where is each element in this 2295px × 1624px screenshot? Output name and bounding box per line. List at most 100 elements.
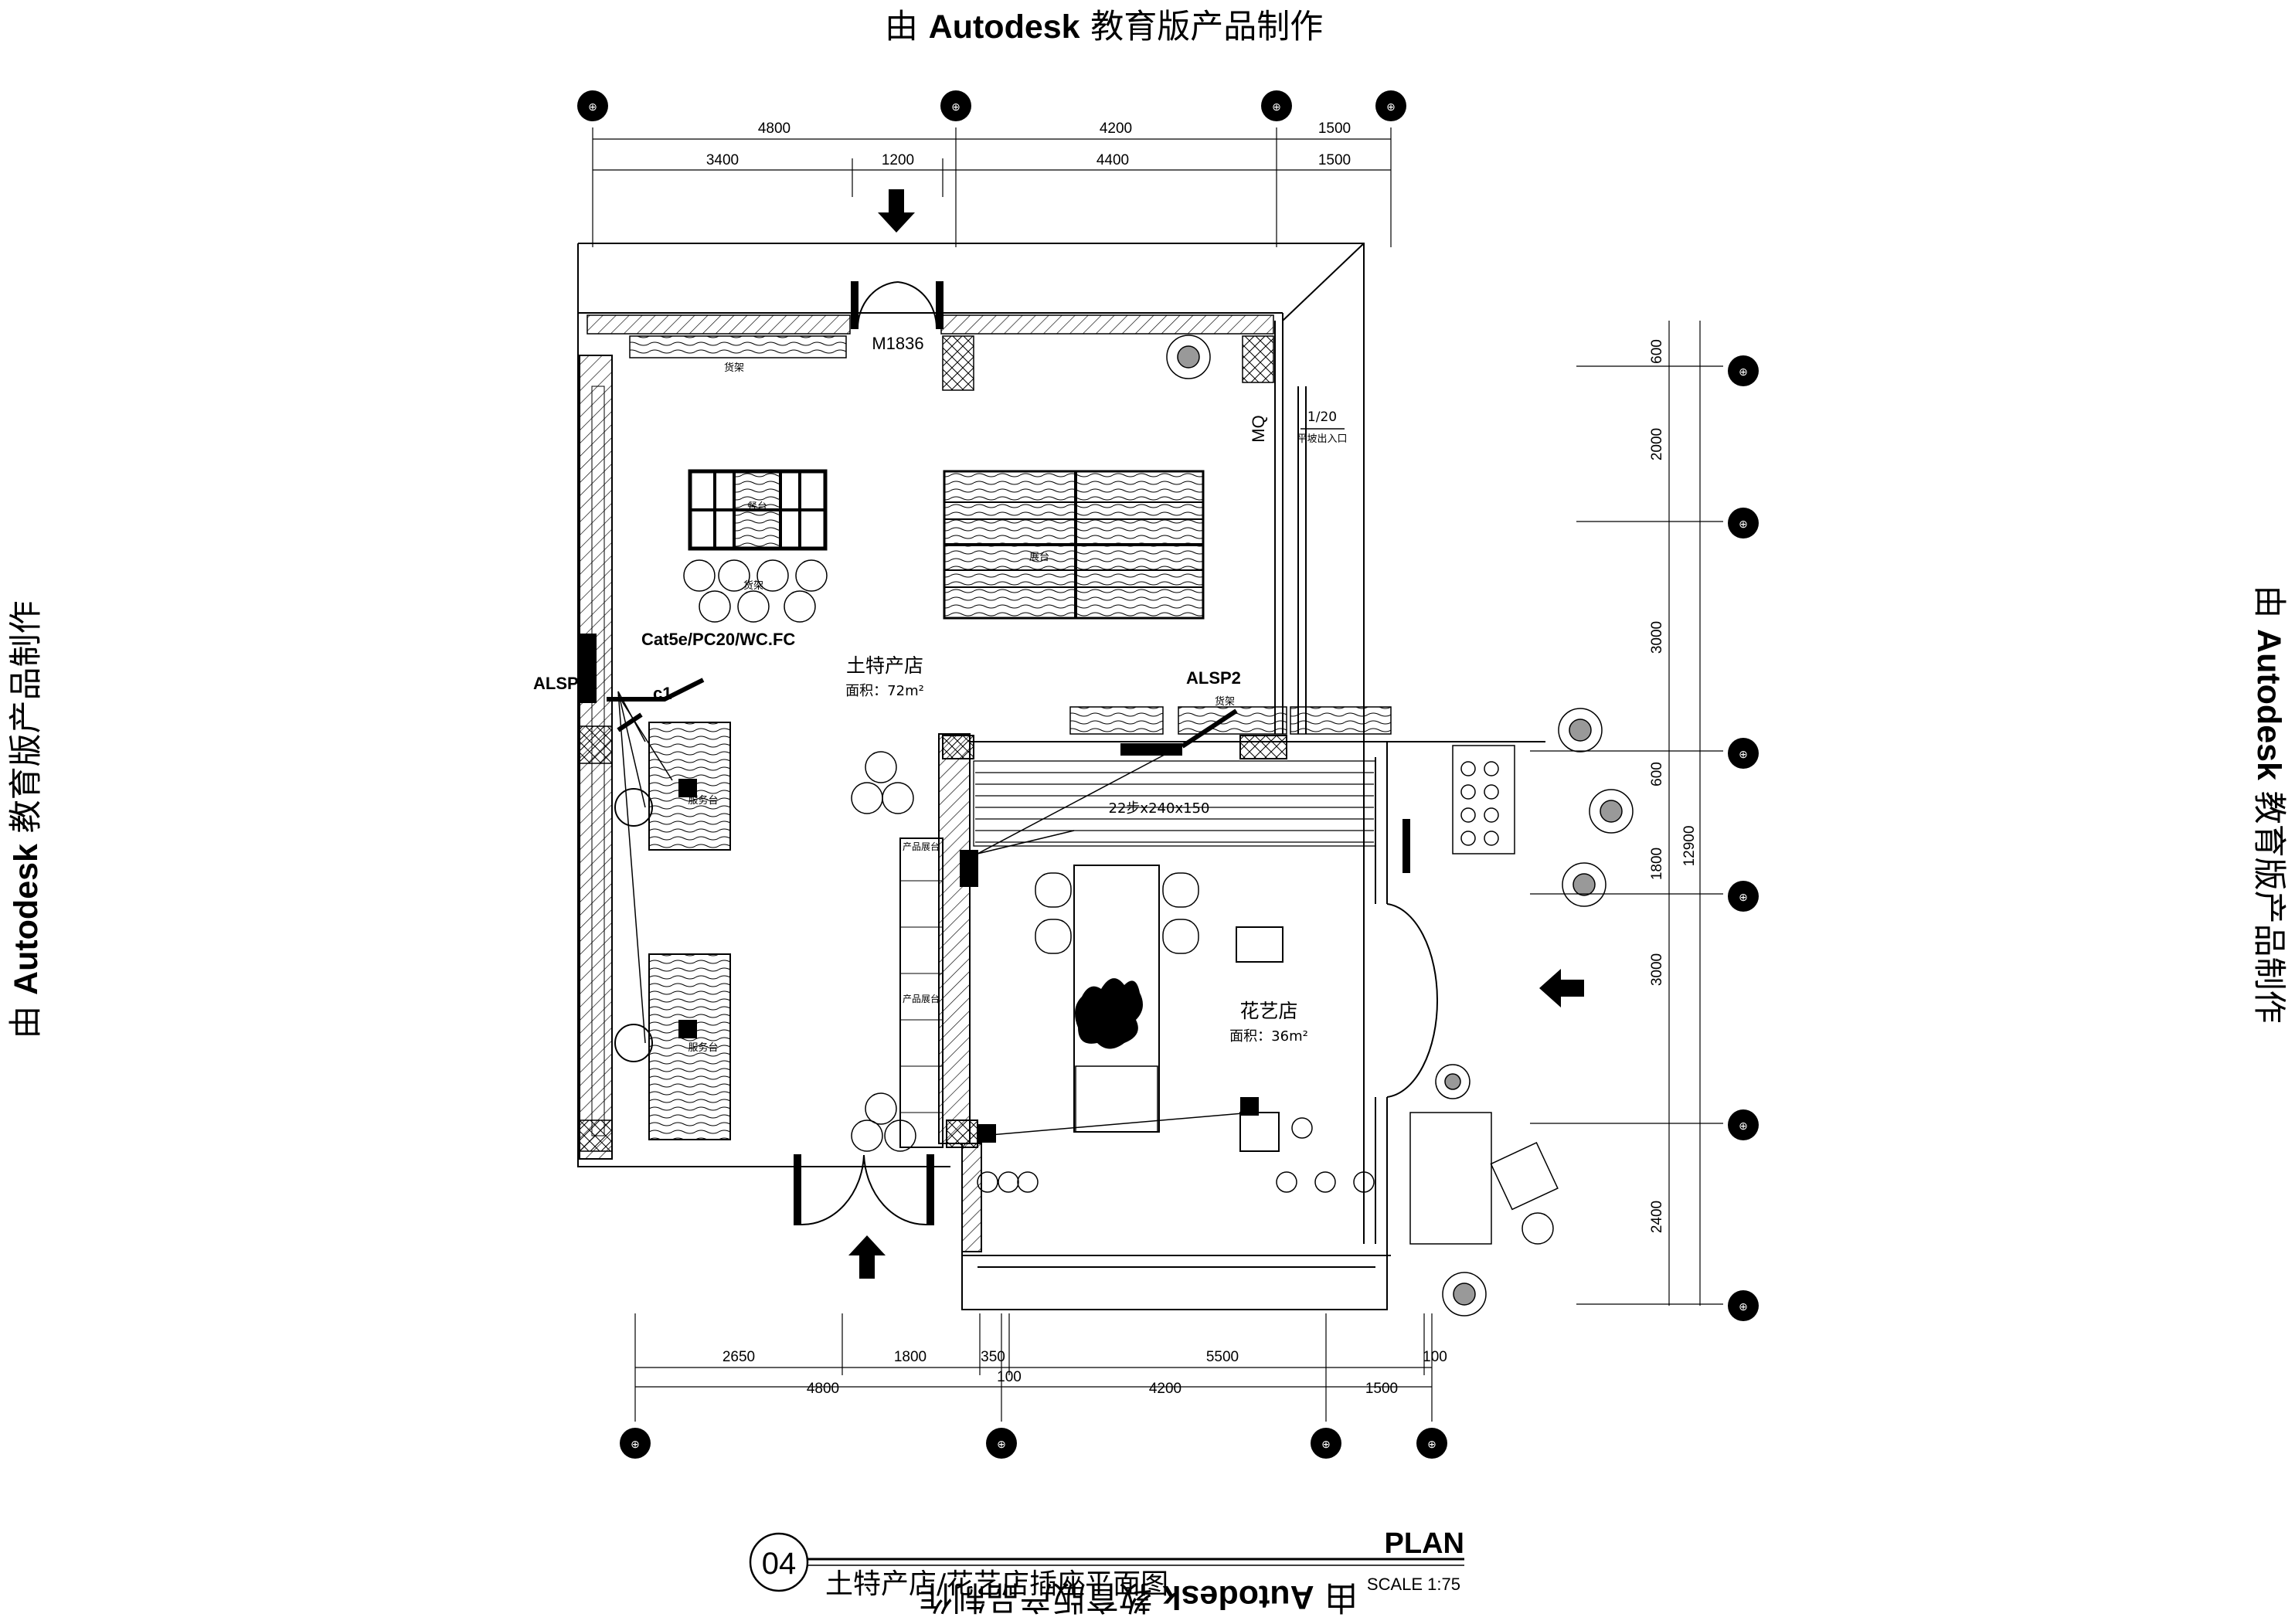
- outlet-icon: [978, 1124, 996, 1143]
- dim-bottom-7: 4800: [807, 1381, 839, 1397]
- watermark-brand: Autodesk: [928, 8, 1080, 46]
- watermark-prefix: 由: [885, 8, 929, 46]
- home-runs: [607, 678, 1238, 749]
- outlet-icon: [1240, 1097, 1259, 1116]
- panel-tag-2: ALSP2: [1186, 668, 1241, 688]
- stairs: [973, 760, 1376, 847]
- svg-text:⊕: ⊕: [1272, 100, 1281, 113]
- dim-top-2: 4200: [1100, 121, 1132, 137]
- svg-text:⊕: ⊕: [1739, 1119, 1748, 1132]
- panel-alsp2-icon: [1120, 743, 1182, 756]
- dim-bottom-4: 5500: [1206, 1349, 1239, 1365]
- center-label: 展台: [1029, 552, 1049, 563]
- drawing-scale: SCALE 1:75: [1367, 1575, 1460, 1594]
- dim-bottom-5: 100: [1423, 1349, 1447, 1365]
- panel-alsp4-icon: [580, 634, 597, 703]
- svg-text:⊕: ⊕: [1739, 1300, 1748, 1313]
- panels-and-outlets: [580, 634, 1410, 1143]
- grid-bubble: ⊕: [1728, 881, 1759, 912]
- tables-label: 餐台: [747, 501, 767, 513]
- arrow-down-icon: [878, 189, 915, 233]
- svg-text:⊕: ⊕: [1739, 891, 1748, 903]
- stair-note: 22步x240x150: [1109, 800, 1210, 817]
- dim-right-3: 3000: [1649, 621, 1665, 654]
- dim-right-2: 2000: [1649, 428, 1665, 460]
- display-label-1: 产品展台: [903, 841, 940, 852]
- dim-bottom-9: 1500: [1365, 1381, 1398, 1397]
- dimension-lines: [593, 138, 1701, 1388]
- panel-tag-1: ALSP4: [533, 674, 589, 693]
- grid-bubble: ⊕: [940, 90, 971, 121]
- dim-bottom-2: 1800: [894, 1349, 926, 1365]
- top-shelves: 货架: [629, 335, 847, 374]
- flower-shop-fixtures: 产品展台 产品展台: [851, 751, 1284, 1152]
- room-area-store1: 面积：72m²: [845, 683, 924, 699]
- grid-bubble: ⊕: [1728, 1290, 1759, 1321]
- dim-right-total: 12900: [1681, 826, 1698, 867]
- circuit-tag: c1: [653, 684, 672, 703]
- grid-bubble: ⊕: [1728, 508, 1759, 539]
- dim-top-5: 1200: [882, 152, 914, 168]
- arrow-up-icon: [848, 1235, 886, 1279]
- room-name-store2: 花艺店: [1239, 1000, 1297, 1022]
- left-wall: [579, 355, 613, 1160]
- svg-text:⊕: ⊕: [997, 1438, 1006, 1450]
- svg-text:⊕: ⊕: [588, 100, 597, 113]
- arrow-left-icon: [1539, 969, 1584, 1007]
- watermark-suffix: 教育版产品制作: [1080, 8, 1324, 46]
- dim-right-1: 600: [1649, 339, 1665, 364]
- room-name-store1: 土特产店: [846, 654, 923, 677]
- planters: [977, 335, 1634, 1317]
- svg-text:⊕: ⊕: [1427, 1438, 1436, 1450]
- dim-top-3: 1500: [1318, 121, 1351, 137]
- counters: 服务台 服务台: [614, 722, 731, 1140]
- svg-text:⊕: ⊕: [1739, 518, 1748, 530]
- dim-right-4: 600: [1649, 762, 1665, 787]
- drawing-title: 土特产店/花艺店插座平面图: [825, 1568, 1168, 1600]
- title-block: 04 PLAN 土特产店/花艺店插座平面图 SCALE 1:75: [749, 1527, 1464, 1600]
- grid-bubble: ⊕: [986, 1428, 1017, 1459]
- grid-bubble: ⊕: [1375, 90, 1406, 121]
- top-dimensions-row2: 3400 1200 4400 1500: [706, 152, 1351, 168]
- svg-text:⊕: ⊕: [631, 1438, 640, 1450]
- shelf-label-c: 货架: [1215, 695, 1235, 708]
- door-tag: M1836: [872, 334, 923, 353]
- shop1-label: 土特产店 面积：72m²: [845, 654, 924, 699]
- grid-bubble: ⊕: [1728, 1109, 1759, 1140]
- svg-text:⊕: ⊕: [1386, 100, 1396, 113]
- dim-top-1: 4800: [758, 121, 790, 137]
- interior-walls: [938, 733, 1545, 1310]
- grid-bubbles: ⊕ ⊕ ⊕ ⊕ ⊕ ⊕ ⊕ ⊕ ⊕ ⊕ ⊕ ⊕ ⊕ ⊕: [577, 90, 1759, 1459]
- grid-bubble: ⊕: [1261, 90, 1292, 121]
- dim-top-6: 4400: [1096, 152, 1129, 168]
- svg-text:⊕: ⊕: [1739, 748, 1748, 760]
- shelf-label-b: 货架: [743, 579, 763, 592]
- display-label-2: 产品展台: [903, 993, 940, 1004]
- drawing-number: 04: [762, 1547, 797, 1581]
- table-cluster: 餐台 货架: [683, 469, 828, 623]
- dim-right-6: 3000: [1649, 953, 1665, 986]
- ramp-note: 平坡出入口: [1297, 433, 1347, 445]
- display-racks: 展台: [943, 470, 1205, 620]
- grid-bubble: ⊕: [577, 90, 608, 121]
- outlet-strip-icon: [1402, 819, 1410, 873]
- north-door: [851, 281, 944, 329]
- svg-text:⊕: ⊕: [951, 100, 960, 113]
- ramp: 1/20 平坡出入口 MQ: [1249, 409, 1348, 445]
- outlet-icon: [960, 850, 978, 887]
- watermark-top: 由 Autodesk 教育版产品制作: [885, 0, 1323, 48]
- outlet-icon: [678, 779, 697, 797]
- cable-tag: Cat5e/PC20/WC.FC: [641, 630, 795, 649]
- wall-tag: MQ: [1249, 415, 1268, 442]
- top-wall: [586, 314, 1274, 391]
- east-door: [1386, 903, 1439, 1098]
- svg-text:⊕: ⊕: [1321, 1438, 1331, 1450]
- outlet-icon: [678, 1020, 697, 1038]
- grid-bubble: ⊕: [1728, 355, 1759, 386]
- bottom-dimensions: 2650 1800 350 5500 100 100 4800 4200 150…: [722, 1349, 1447, 1397]
- room-area-store2: 面积：36m²: [1229, 1028, 1308, 1045]
- grid-bubble: ⊕: [620, 1428, 651, 1459]
- top-dimensions-row1: 4800 4200 1500: [758, 121, 1351, 137]
- plan-label: PLAN: [1385, 1527, 1464, 1560]
